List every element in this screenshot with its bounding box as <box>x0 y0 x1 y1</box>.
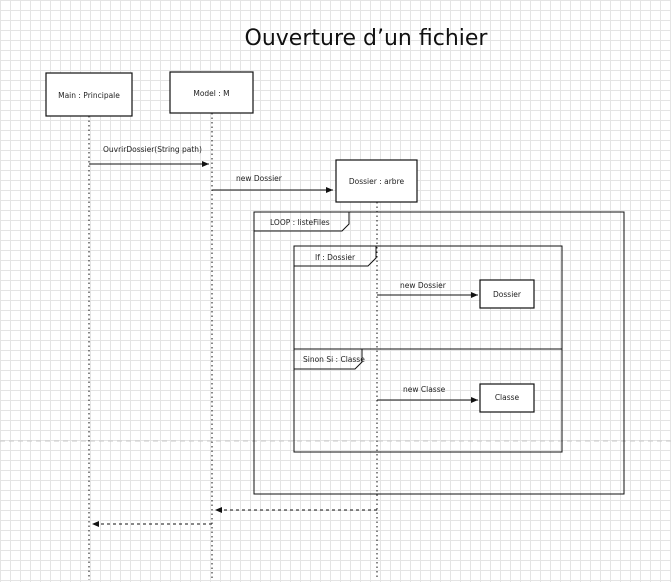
message-new-dossier-if-label: new Dossier <box>400 281 447 290</box>
object-dossier-created-label: Dossier <box>493 290 522 299</box>
participant-main: Main : Principale <box>45 72 133 117</box>
object-classe-created-label: Classe <box>495 393 520 402</box>
message-ouvrir-dossier-label: OuvrirDossier(String path) <box>103 145 202 154</box>
object-dossier-created: Dossier <box>479 279 535 309</box>
participant-model-label: Model : M <box>193 89 229 98</box>
object-classe-created: Classe <box>479 383 535 413</box>
participant-dossier: Dossier : arbre <box>335 159 418 203</box>
if-guard-label: If : Dossier <box>315 253 356 262</box>
message-new-classe-label: new Classe <box>403 385 446 394</box>
diagram-title: Ouverture d’un fichier <box>245 26 489 51</box>
loop-fragment: LOOP : listeFiles <box>253 211 625 495</box>
alt-fragment: If : Dossier Sinon Si : Classe <box>293 245 563 453</box>
participant-main-label: Main : Principale <box>58 91 120 100</box>
loop-fragment-label: LOOP : listeFiles <box>270 218 330 227</box>
participant-dossier-label: Dossier : arbre <box>349 177 405 186</box>
message-new-dossier-label: new Dossier <box>236 174 283 183</box>
else-guard-label: Sinon Si : Classe <box>303 355 365 364</box>
participant-model: Model : M <box>169 71 254 114</box>
